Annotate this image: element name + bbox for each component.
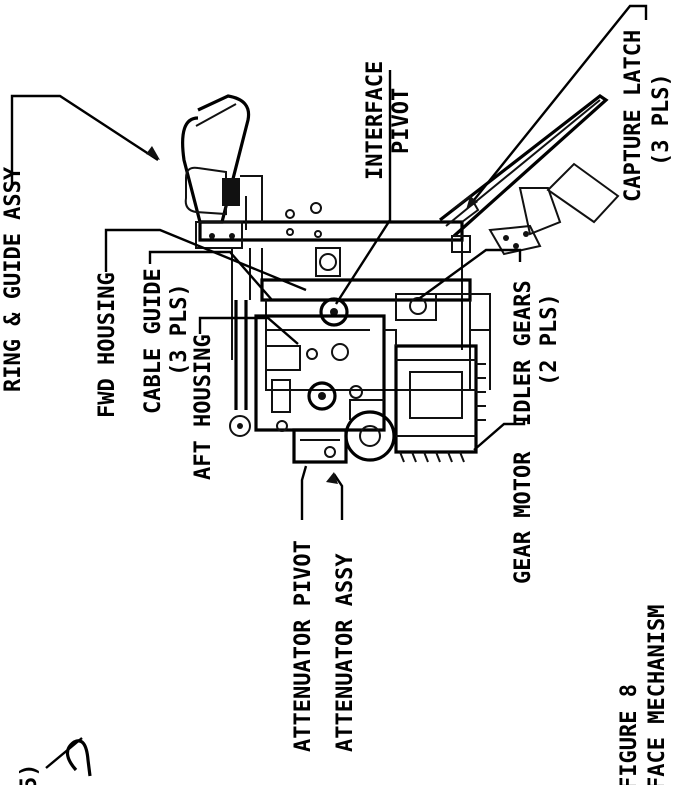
label-capture-latch-line1: CAPTURE LATCH	[621, 30, 646, 202]
label-attenuator-pivot: ATTENUATOR PIVOT	[291, 540, 316, 752]
figure-number: FIGURE 8	[617, 684, 642, 785]
label-interface-pivot-line2: PIVOT	[389, 88, 414, 154]
label-attenuator-assy: ATTENUATOR ASSY	[333, 553, 358, 752]
label-capture-latch-line2: (3 PLS)	[649, 73, 674, 166]
label-idler-gears-line2: (2 PLS)	[537, 293, 562, 386]
mechanism-illustration	[45, 94, 620, 777]
label-cable-guide-line2: (3 PLS)	[167, 283, 192, 376]
label-gear-motor: GEAR MOTOR	[511, 451, 536, 584]
label-idler-gears-line1: IDLER GEARS	[511, 280, 536, 426]
label-cable-guide-line1: CABLE GUIDE	[141, 268, 166, 414]
label-interface-pivot-line1: INTERFACE	[363, 61, 388, 180]
leader-lines	[10, 4, 648, 520]
figure-title: FACE MECHANISM	[645, 605, 670, 785]
labels: RING & GUIDE ASSY INTERFACE PIVOT CAPTUR…	[1, 30, 674, 785]
label-ring-guide-assy: RING & GUIDE ASSY	[1, 166, 26, 392]
label-fwd-housing: FWD HOUSING	[95, 272, 120, 418]
label-cut-fragment: 5)	[17, 764, 42, 785]
label-aft-housing: AFT HOUSING	[191, 334, 216, 480]
